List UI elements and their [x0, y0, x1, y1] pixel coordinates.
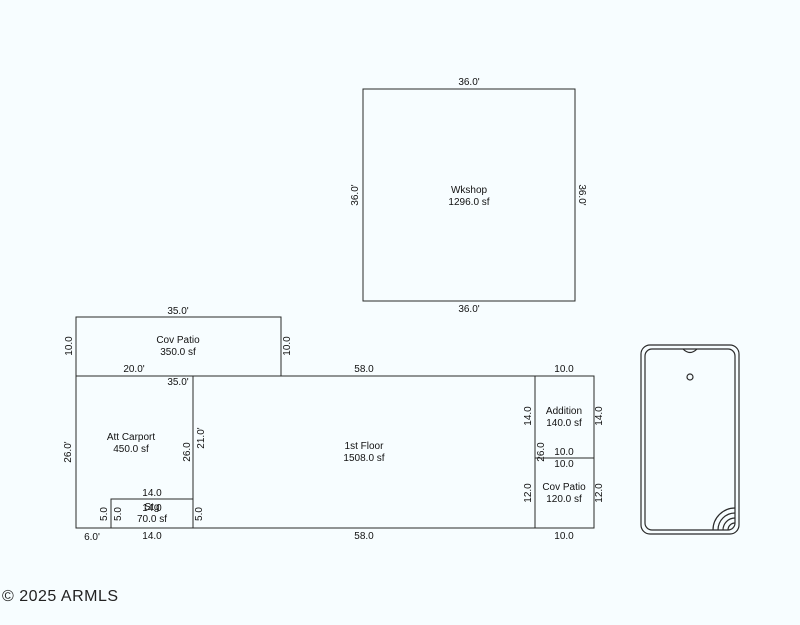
pool-inner-wall	[644, 348, 736, 531]
carport-dim-inner-21: 21.0'	[196, 427, 207, 448]
pool-steps-2	[717, 512, 736, 531]
addition-name: Addition	[546, 406, 582, 417]
wkshop-name: Wkshop	[451, 185, 488, 196]
cov-patio-top-area: 350.0 sf	[160, 347, 196, 358]
copyright-watermark: © 2025 ARMLS	[2, 588, 119, 605]
carport-dim-bottom-left: 6.0'	[84, 532, 100, 543]
cov-patio-right-area: 120.0 sf	[546, 494, 582, 505]
att-carport-area: 450.0 sf	[113, 444, 149, 455]
first-floor-name: 1st Floor	[345, 441, 385, 452]
pool-icon	[640, 344, 740, 535]
wkshop-dim-right: 36.0'	[576, 184, 587, 205]
carport-dim-left: 26.0'	[63, 441, 74, 462]
copyright-text: 2025 ARMLS	[19, 588, 119, 605]
first-floor-dim-bottom: 58.0	[354, 531, 374, 542]
first-floor-dim-top: 58.0	[354, 364, 374, 375]
pool-skimmer	[682, 348, 698, 354]
carport-dim-inner-26: 26.0	[182, 442, 193, 462]
pool-steps-4	[727, 522, 736, 531]
addition-area: 140.0 sf	[546, 418, 582, 429]
stg-dim-top: 14.0	[142, 488, 162, 499]
cov-patio-right-dim-bottom: 10.0	[554, 531, 574, 542]
cov-patio-right-dim-left: 12.0	[523, 483, 534, 503]
cov-patio-right-name: Cov Patio	[542, 482, 586, 493]
wkshop-dim-top: 36.0'	[458, 77, 479, 88]
stg-area: 70.0 sf	[137, 514, 167, 525]
wkshop-area: 1296.0 sf	[448, 197, 489, 208]
wkshop-dim-bottom: 36.0'	[458, 304, 479, 315]
cov-patio-right-dim-right: 12.0	[594, 483, 605, 503]
first-floor-area: 1508.0 sf	[343, 453, 384, 464]
cov-patio-top-dim-left: 10.0	[64, 336, 75, 356]
first-floor-outline	[192, 375, 536, 529]
pool-outer-wall	[640, 344, 740, 535]
cov-patio-top-dim-right: 10.0	[282, 336, 293, 356]
stg-dim-bottom: 14.0	[142, 531, 162, 542]
stg-name: Stg	[144, 502, 159, 513]
addition-dim-bottom: 10.0	[554, 447, 574, 458]
pool-steps-1	[712, 507, 736, 531]
addition-dim-top: 10.0	[554, 364, 574, 375]
stg-dim-left: 5.0	[99, 507, 110, 521]
stg-dim-overlap: 14.0	[142, 503, 162, 514]
addition-dim-left: 14.0	[523, 406, 534, 426]
pool-steps-3	[722, 517, 736, 531]
cov-patio-top-dim-top: 35.0'	[167, 306, 188, 317]
wkshop-dim-left: 36.0'	[350, 184, 361, 205]
cov-patio-top-dim-inner: 20.0'	[123, 364, 144, 375]
carport-dim-top: 35.0'	[167, 377, 188, 388]
pool-drain	[686, 373, 694, 381]
stg-dim-right: 5.0	[194, 507, 205, 521]
stg-dim-left-inner: 5.0	[113, 507, 124, 521]
addition-dim-mid: 26.0	[536, 442, 547, 462]
att-carport-name: Att Carport	[107, 432, 156, 443]
addition-dim-right: 14.0	[594, 406, 605, 426]
wkshop-outline	[362, 88, 576, 302]
cov-patio-right-outline	[534, 457, 595, 529]
cov-patio-right-dim-top: 10.0	[554, 459, 574, 470]
cov-patio-top-name: Cov Patio	[156, 335, 200, 346]
